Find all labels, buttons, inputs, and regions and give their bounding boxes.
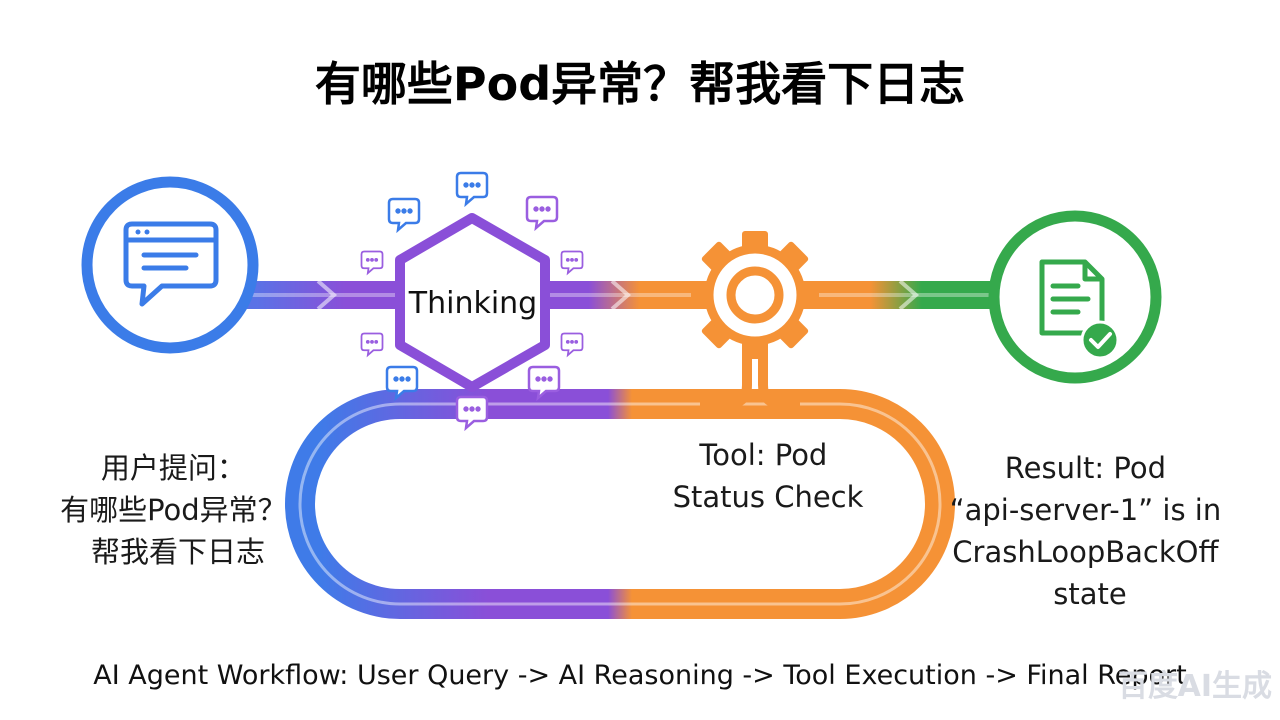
gear-icon (691, 231, 819, 359)
speech-bubble-icon (560, 332, 584, 357)
final-report-node (988, 210, 1162, 384)
watermark: 百度 AI生成 (1118, 669, 1272, 704)
flow-chevron (316, 279, 338, 311)
tool-caption: Tool: Pod Status Check (673, 438, 864, 514)
caption-line: Status Check (673, 480, 864, 514)
user-query-node (81, 176, 259, 354)
page-title: 有哪些Pod异常？帮我看下日志 (315, 57, 965, 111)
caption-line: 帮我看下日志 (91, 535, 265, 569)
thinking-node: Thinking (395, 213, 550, 392)
workflow-footer: AI Agent Workflow: User Query -> AI Reas… (93, 660, 1186, 691)
speech-bubble-icon (387, 197, 421, 232)
tool-node (691, 231, 819, 359)
loop-track (285, 389, 955, 619)
speech-bubble-icon (360, 332, 384, 357)
chat-window-icon (123, 221, 219, 307)
caption-line: CrashLoopBackOff (952, 535, 1219, 569)
caption-line: Result: Pod (1005, 451, 1166, 485)
speech-bubble-icon (360, 250, 384, 275)
watermark-right: AI生成 (1178, 669, 1272, 704)
speech-bubble-icon (525, 195, 559, 230)
speech-bubble-icon (560, 250, 584, 275)
caption-line: state (1053, 577, 1126, 611)
caption-line: Tool: Pod (698, 438, 827, 472)
loop-track-inner-line (298, 402, 942, 606)
caption-line: “api-server-1” is in (950, 493, 1222, 527)
watermark-left: 百度 (1118, 669, 1178, 704)
gear-connector (700, 350, 800, 409)
flow-chevron (898, 279, 920, 311)
flow-chevron (610, 279, 632, 311)
speech-bubble-icon (455, 171, 489, 206)
caption-line: 用户提问： (101, 451, 246, 485)
document-check-icon (1039, 259, 1120, 360)
user-question-caption: 用户提问： 有哪些Pod异常？ 帮我看下日志 (60, 451, 296, 569)
thinking-label: Thinking (408, 286, 537, 321)
caption-line: 有哪些Pod异常？ (60, 493, 287, 527)
speech-bubble-icon (455, 395, 489, 430)
result-caption: Result: Pod “api-server-1” is in CrashLo… (950, 451, 1231, 611)
